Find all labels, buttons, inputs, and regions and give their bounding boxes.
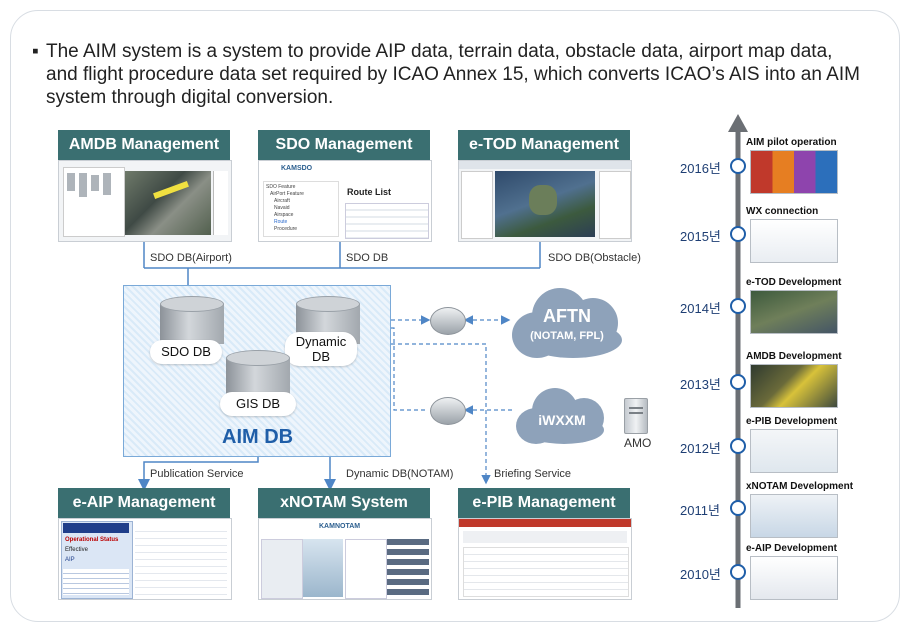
publication-service-label: Publication Service [150, 468, 244, 480]
iwxxm-cloud [514, 384, 610, 446]
timeline-milestone-label: AIM pilot operation [746, 137, 837, 148]
timeline-dot [730, 298, 746, 314]
timeline-thumbnail [750, 494, 838, 538]
timeline-thumbnail [750, 556, 838, 600]
sdo-db-name: SDO DB [150, 340, 222, 364]
aim-db-label: AIM DB [222, 426, 294, 448]
eaip-management-title: e-AIP Management [58, 488, 230, 518]
gis-db-name: GIS DB [220, 392, 296, 416]
sdo-tree-item: SDO Feature [266, 184, 296, 190]
xnotam-system-title: xNOTAM System [258, 488, 430, 518]
router-icon-aftn [430, 307, 466, 335]
iwxxm-label: iWXXM [538, 412, 586, 428]
timeline-dot [730, 438, 746, 454]
timeline-milestone-label: WX connection [746, 206, 819, 217]
timeline-year: 2015년 [680, 229, 721, 244]
timeline-thumbnail [750, 364, 838, 408]
sdo-db-cylinder [160, 296, 224, 346]
xnotam-screenshot: KAMNOTAM [258, 518, 432, 600]
timeline-year: 2016년 [680, 161, 721, 176]
dynamic-db-name: Dynamic DB [285, 332, 357, 366]
timeline-thumbnail [750, 290, 838, 334]
briefing-service-label: Briefing Service [494, 468, 572, 480]
sdo-db-obstacle-label: SDO DB(Obstacle) [548, 252, 641, 264]
epib-management-title: e-PIB Management [458, 488, 630, 518]
sdo-tree-item: Procedure [274, 226, 298, 232]
link-dyn-briefing [353, 339, 491, 485]
sdo-tree: SDO Feature AirPort Feature Aircraft Nav… [263, 181, 339, 237]
intro-text: The AIM system is a system to provide AI… [46, 41, 860, 108]
sdo-screenshot: KAMSDO SDO Feature AirPort Feature Aircr… [258, 160, 432, 242]
timeline-year: 2010년 [680, 567, 721, 582]
timeline-year: 2013년 [680, 377, 721, 392]
timeline-arrowhead [728, 114, 748, 132]
timeline-year: 2011년 [680, 503, 720, 518]
sdo-route-list-heading: Route List [347, 187, 391, 197]
xnotam-logo: KAMNOTAM [319, 523, 361, 530]
amo-label: AMO [624, 436, 652, 450]
eaip-screenshot: Operational Status Effective AIP [58, 518, 232, 600]
amdb-screenshot [58, 160, 232, 242]
sdo-db-label: SDO DB [346, 252, 389, 264]
sdo-tree-item: Route [274, 219, 288, 225]
timeline-milestone-label: e-AIP Development [746, 543, 837, 554]
aftn-cloud [508, 282, 626, 360]
timeline-milestone-label: e-PIB Development [746, 416, 838, 427]
dynamic-db-line1: Dynamic [295, 334, 347, 349]
timeline-dot [730, 226, 746, 242]
sdo-logo: KAMSDO [281, 165, 313, 172]
gis-db-cylinder [226, 350, 290, 400]
timeline-dot [730, 158, 746, 174]
aftn-label: AFTN [543, 306, 591, 326]
timeline-milestone-label: e-TOD Development [746, 277, 842, 288]
sdo-tree-item: AirPort Feature [270, 191, 304, 197]
bullet-marker: ▪ [32, 41, 39, 62]
epib-screenshot [458, 518, 632, 600]
timeline-thumbnail [750, 150, 838, 194]
aftn-sub-label: (NOTAM, FPL) [530, 330, 604, 342]
timeline-milestone-label: xNOTAM Development [746, 481, 854, 492]
etod-screenshot [458, 160, 632, 242]
timeline-year: 2012년 [680, 441, 721, 456]
server-icon [624, 398, 648, 434]
sdo-management-title: SDO Management [258, 130, 430, 160]
dynamic-db-notam-label: Dynamic DB(NOTAM) [346, 468, 454, 480]
timeline-dot [730, 500, 746, 516]
intro-paragraph: ▪ The AIM system is a system to provide … [32, 40, 866, 109]
timeline-dot [730, 374, 746, 390]
timeline-thumbnail [750, 429, 838, 473]
timeline-year: 2014년 [680, 301, 721, 316]
eaip-line: AIP [65, 557, 75, 563]
sdo-tree-item: Aircraft [274, 198, 290, 204]
sdo-tree-item: Navaid [274, 205, 290, 211]
link-publication [138, 455, 259, 491]
timeline-milestone-label: AMDB Development [746, 351, 842, 362]
eaip-line: Operational Status [65, 537, 119, 543]
etod-management-title: e-TOD Management [458, 130, 630, 160]
amdb-management-title: AMDB Management [58, 130, 230, 160]
dynamic-db-line2: DB [311, 349, 331, 364]
router-icon-iwxxm [430, 397, 466, 425]
timeline-thumbnail [750, 219, 838, 263]
timeline-dot [730, 564, 746, 580]
sdo-db-airport-label: SDO DB(Airport) [150, 252, 232, 264]
eaip-line: Effective [65, 547, 88, 553]
sdo-tree-item: Airspace [274, 212, 294, 218]
